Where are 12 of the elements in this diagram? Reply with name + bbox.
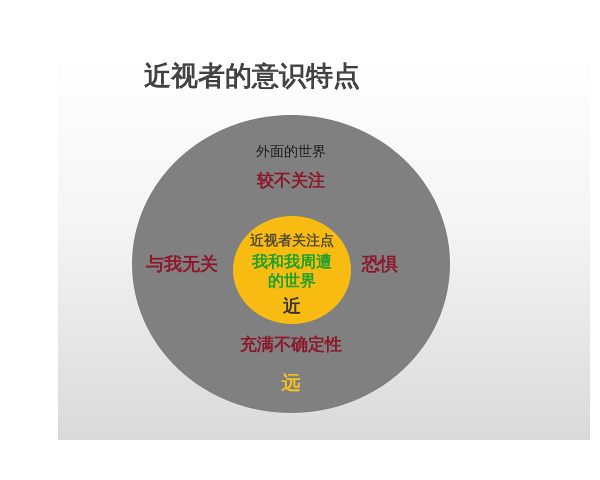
trait-label: 较不关注 xyxy=(257,171,325,192)
region-heading: 外面的世界 xyxy=(256,143,326,160)
distance-label: 远 xyxy=(282,373,300,396)
focus-label: 我和我周遭的世界 xyxy=(252,253,332,292)
inner-circle xyxy=(233,216,351,324)
trait-label: 与我无关 xyxy=(146,254,218,276)
distance-label: 近 xyxy=(283,296,301,318)
focus-heading: 近视者关注点 xyxy=(250,232,334,249)
trait-label: 充满不确定性 xyxy=(240,335,342,356)
title: 近视者的意识特点 xyxy=(144,60,360,92)
outer-circle xyxy=(132,115,450,413)
trait-label: 恐惧 xyxy=(362,254,398,276)
